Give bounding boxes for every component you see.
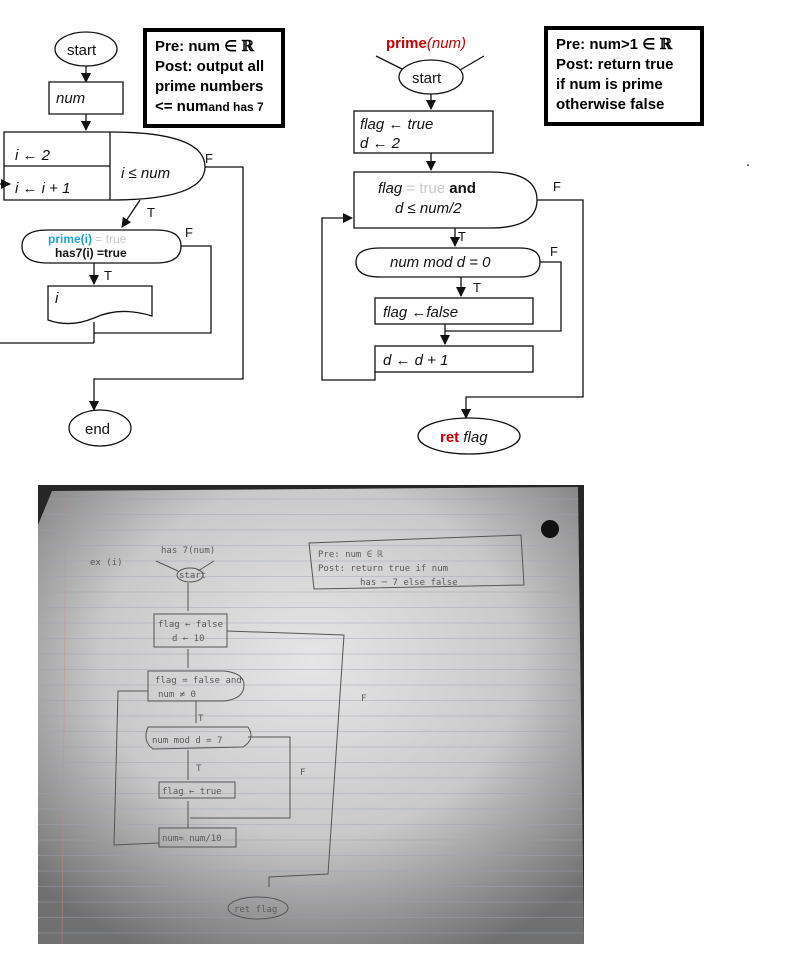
- fc1-start-label: start: [67, 42, 97, 59]
- binder-hole: [541, 520, 559, 538]
- flowchart2-labels: prime(num) start flag ← true d ← 2 flag …: [360, 35, 750, 446]
- hand-box1-a: flag ← false: [158, 620, 223, 630]
- fc2-assign-flag: flag ← true: [360, 116, 433, 133]
- fc2-loop-and: and: [449, 180, 476, 197]
- stray-mark: .: [746, 153, 750, 170]
- fc2-loop-flag: flag: [378, 180, 403, 197]
- fc2-increment-label: d ← d + 1: [383, 352, 448, 369]
- flowchart1-labels: start num i ← 2 i ← i + 1 i ≤ num F T pr…: [15, 42, 213, 438]
- hand-mod-decision: [145, 726, 252, 750]
- fc2-loop-true: T: [458, 229, 466, 244]
- fc2-increment-box: [374, 345, 534, 373]
- fc2-mod-false: F: [550, 244, 558, 259]
- hand-pre: Pre: num ∈ ℝ: [318, 550, 384, 560]
- fc2-pre-line: Pre: num>1 ∈ ℝ: [556, 35, 672, 53]
- fc1-check-decision: [21, 229, 182, 264]
- hand-pre-post-box: [308, 534, 525, 590]
- fc2-assign-d: d ← 2: [360, 135, 401, 152]
- hand-box1-b: d ← 10: [172, 634, 205, 644]
- hand-post2: has ─ 7 else false: [360, 578, 458, 588]
- fc2-set-false-box: [374, 297, 534, 325]
- hand-fn-name: has 7(num): [161, 546, 215, 556]
- hand-post: Post: return true if num: [318, 564, 448, 574]
- hand-loop-a: flag = false and: [155, 676, 242, 686]
- fc1-cond-label: i ≤ num: [121, 165, 170, 182]
- hand-divide-label: num= num/10: [162, 834, 222, 844]
- hand-loop-true: T: [198, 714, 204, 724]
- hand-mod-true: T: [196, 764, 202, 774]
- handwritten-flowchart-photo: ex (i) has 7(num) start Pre: num ∈ ℝ Pos…: [38, 485, 584, 944]
- fc1-has7-label: has7(i) =true: [55, 246, 127, 260]
- fc2-title: prime(num): [386, 35, 466, 52]
- fc2-pre-post-box: Pre: num>1 ∈ ℝ Post: return true if num …: [544, 26, 704, 126]
- fc2-mod-decision: [355, 247, 541, 278]
- fc2-return-terminal: [417, 417, 521, 455]
- fc2-mod-label: num mod d = 0: [390, 254, 491, 271]
- fc2-post-line3: otherwise false: [556, 96, 665, 113]
- fc2-loop-eq: = true: [402, 180, 449, 197]
- fc1-cond-false: F: [205, 151, 213, 166]
- flowchart-print-primes-with-7: [0, 31, 244, 447]
- hand-loop-shape: [147, 670, 245, 702]
- photo-canvas: ex (i) has 7(num) start Pre: num ∈ ℝ Pos…: [38, 485, 584, 944]
- fc1-prime-call: prime(i): [48, 232, 92, 246]
- fc1-pre-line: Pre: num ∈ ℝ: [155, 37, 254, 55]
- fc2-loop-cond2: d ≤ num/2: [395, 200, 462, 217]
- hand-loop-false: F: [361, 694, 366, 704]
- hand-mod-label: num mod d = 7: [152, 736, 222, 746]
- fc2-loop-line1: flag = true and: [378, 180, 476, 197]
- hand-divide-box: [158, 827, 237, 848]
- hand-assign-box: [153, 613, 228, 648]
- hand-start-terminal: [176, 567, 204, 583]
- fc1-input-box: [48, 81, 124, 115]
- hand-set-true-label: flag ← true: [162, 787, 222, 797]
- fc2-loop-false: F: [553, 179, 561, 194]
- fc1-output-label: i: [55, 290, 59, 307]
- fc2-post-line1: Post: return true: [556, 56, 674, 73]
- fc1-check-false: F: [185, 225, 193, 240]
- fc2-set-false-label: flag ←false: [383, 304, 458, 321]
- hand-ex-label: ex (i): [90, 558, 123, 568]
- fc1-post-line3: <= numand has 7: [155, 98, 264, 115]
- hand-return-terminal: [227, 896, 289, 920]
- fc1-post-line2: prime numbers: [155, 78, 264, 95]
- fc2-post-line2: if num is prime: [556, 76, 663, 93]
- fc2-title-arg: (num): [427, 35, 466, 52]
- flowchart-prime-function: [321, 55, 584, 455]
- fc1-post-line1: Post: output all: [155, 58, 265, 75]
- hand-mod-false: F: [300, 768, 305, 778]
- fc2-ret-keyword: ret: [440, 429, 459, 446]
- fc2-mod-true: T: [473, 280, 481, 295]
- fc1-end-label: end: [85, 421, 110, 438]
- fc2-start-label: start: [412, 70, 442, 87]
- fc1-check-true: T: [104, 268, 112, 283]
- fc2-assign-box: [353, 110, 494, 154]
- hand-set-true-box: [158, 781, 236, 799]
- hand-return-label: ret flag: [234, 905, 277, 915]
- fc1-prime-check: prime(i) = true: [48, 232, 127, 246]
- fc1-output-box: [47, 285, 153, 325]
- hand-start-label: start: [179, 571, 206, 581]
- fc1-incr-label: i ← i + 1: [15, 180, 70, 197]
- fc2-title-fn: prime: [386, 35, 427, 52]
- fc1-cond-true: T: [147, 205, 155, 220]
- fc2-ret-var: flag: [463, 429, 488, 446]
- fc1-end-terminal: [68, 409, 132, 447]
- fc1-init-label: i ← 2: [15, 147, 51, 164]
- fc1-input-label: num: [56, 90, 85, 107]
- fc2-return-label: ret flag: [440, 429, 488, 446]
- fc1-prime-eq: = true: [92, 232, 127, 246]
- fc1-pre-post-box: Pre: num ∈ ℝ Post: output all prime numb…: [143, 28, 285, 128]
- hand-loop-b: num ≠ 0: [158, 690, 196, 700]
